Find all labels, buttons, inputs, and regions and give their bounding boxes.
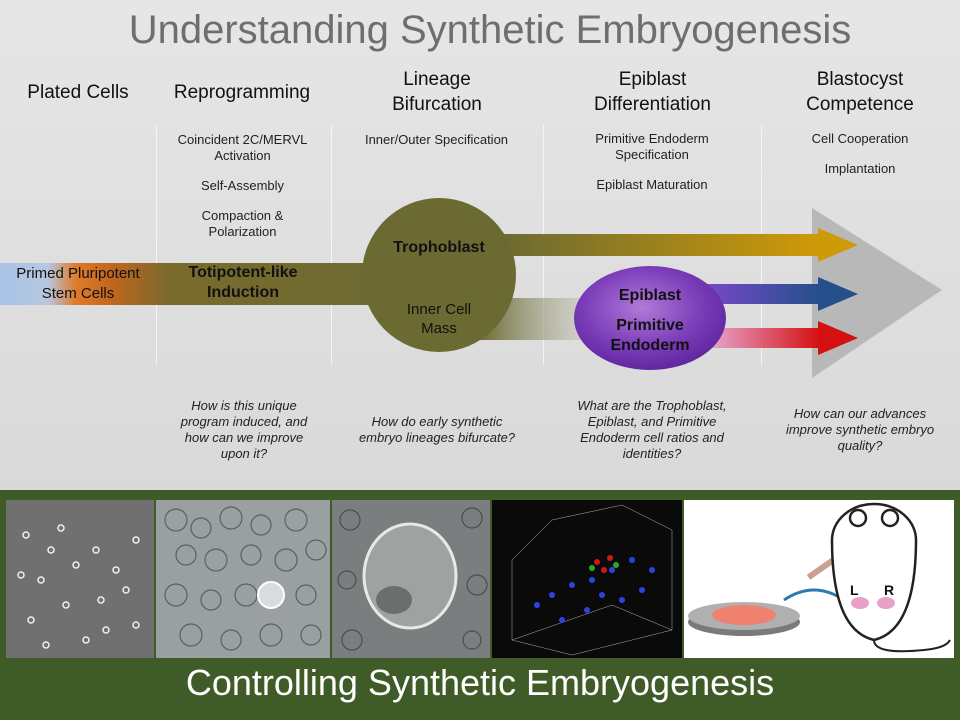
mouse-right-label: R [884,582,894,598]
divider-line [156,125,157,365]
footer-title: Controlling Synthetic Embryogenesis [185,662,775,703]
page-title: Understanding Synthetic Embryogenesis [128,8,852,52]
sub-label-compaction: Compaction &Polarization [201,208,284,239]
synthetic-embryo-micrograph [332,500,490,658]
lineage-flow-diagram [0,198,942,378]
sub-label-cell-cooperation: Cell Cooperation [811,131,909,146]
trophoblast-arrow-head [818,228,858,262]
lineage-bifurcation-circle [362,198,516,352]
reprogramming-micrograph [156,500,330,658]
sub-label-self-assembly: Self-Assembly [200,178,285,193]
stage-plated-cells: Plated Cells [27,82,129,103]
epiblast-label: Epiblast [618,287,682,304]
epiblast-arrow-head [818,277,858,311]
trophoblast-label: Trophoblast [393,239,485,256]
question-epiblast: What are the Trophoblast,Epiblast, and P… [577,398,727,461]
3d-cell-identity-plot [492,500,682,658]
sub-label-epiblast-maturation: Epiblast Maturation [596,177,708,192]
endoderm-arrow-head [818,321,858,355]
trophoblast-arrow-shaft [500,234,820,256]
reprogramming-band [0,263,400,305]
sub-label-implantation: Implantation [824,161,896,176]
plated-cells-micrograph [6,500,154,658]
sub-label-inner-outer: Inner/Outer Specification [364,132,509,147]
mouse-implantation-illustration: L R [684,500,954,658]
mouse-left-label: L [850,582,859,598]
epiblast-differentiation-ellipse [574,266,726,370]
stage-reprogramming: Reprogramming [173,82,311,103]
transfer-arrow-icon [783,588,845,602]
divider-line [331,125,332,365]
